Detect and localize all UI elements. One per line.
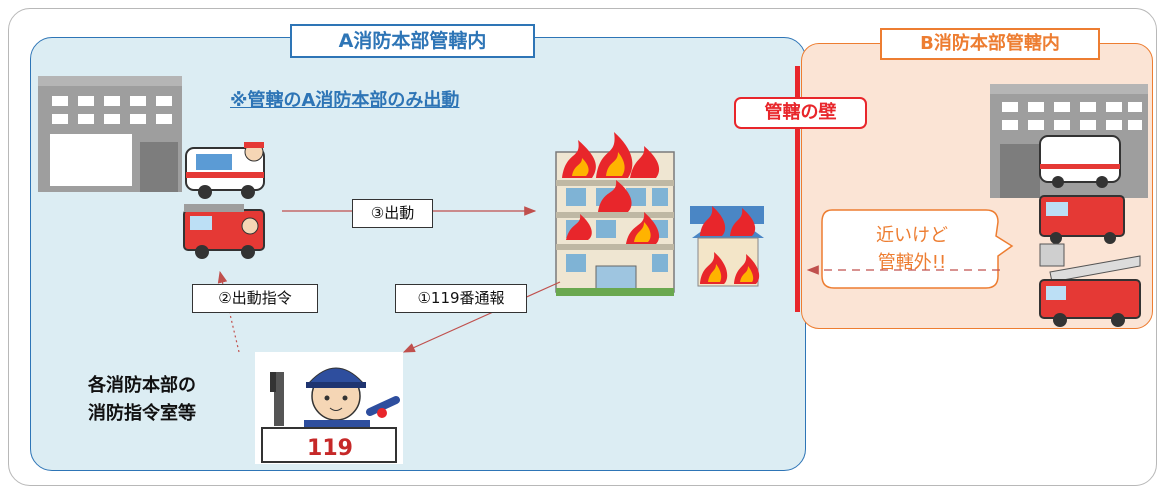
burning-house-icon (690, 206, 764, 287)
fire-station-b-icon (990, 84, 1148, 244)
region-b-title: B消防本部管轄内 (880, 28, 1100, 60)
speech-bubble (821, 209, 1014, 289)
ambulance-icon (185, 142, 265, 199)
fire-engine-icon (183, 204, 265, 259)
console-number: 119 (307, 436, 353, 461)
region-a-title: A消防本部管轄内 (290, 24, 535, 58)
fire-station-a-icon (38, 76, 182, 192)
ladder-truck-icon (1039, 243, 1141, 327)
speech-bubble-line2: 管轄外!! (877, 252, 947, 273)
dispatch-center-line1: 各消防本部の (88, 375, 196, 396)
step-119-call-label: ①119番通報 (395, 284, 527, 313)
speech-bubble-line1: 近いけど (876, 225, 948, 246)
step-dispatch-label: ③出動 (352, 199, 433, 228)
speech-bubble-text: 近いけど 管轄外!! (832, 222, 992, 276)
step-dispatch-order-label: ②出動指令 (192, 284, 318, 313)
jurisdiction-wall (795, 66, 800, 312)
dispatch-center-line2: 消防指令室等 (88, 403, 196, 424)
arrow-119-call (402, 281, 561, 353)
dispatcher-icon: 119 (255, 352, 403, 464)
region-a-note: ※管轄のA消防本部のみ出動 (230, 90, 460, 111)
dispatch-center-label: 各消防本部の 消防指令室等 (88, 372, 258, 428)
wall-label: 管轄の壁 (734, 97, 867, 129)
burning-building-icon (555, 132, 675, 296)
